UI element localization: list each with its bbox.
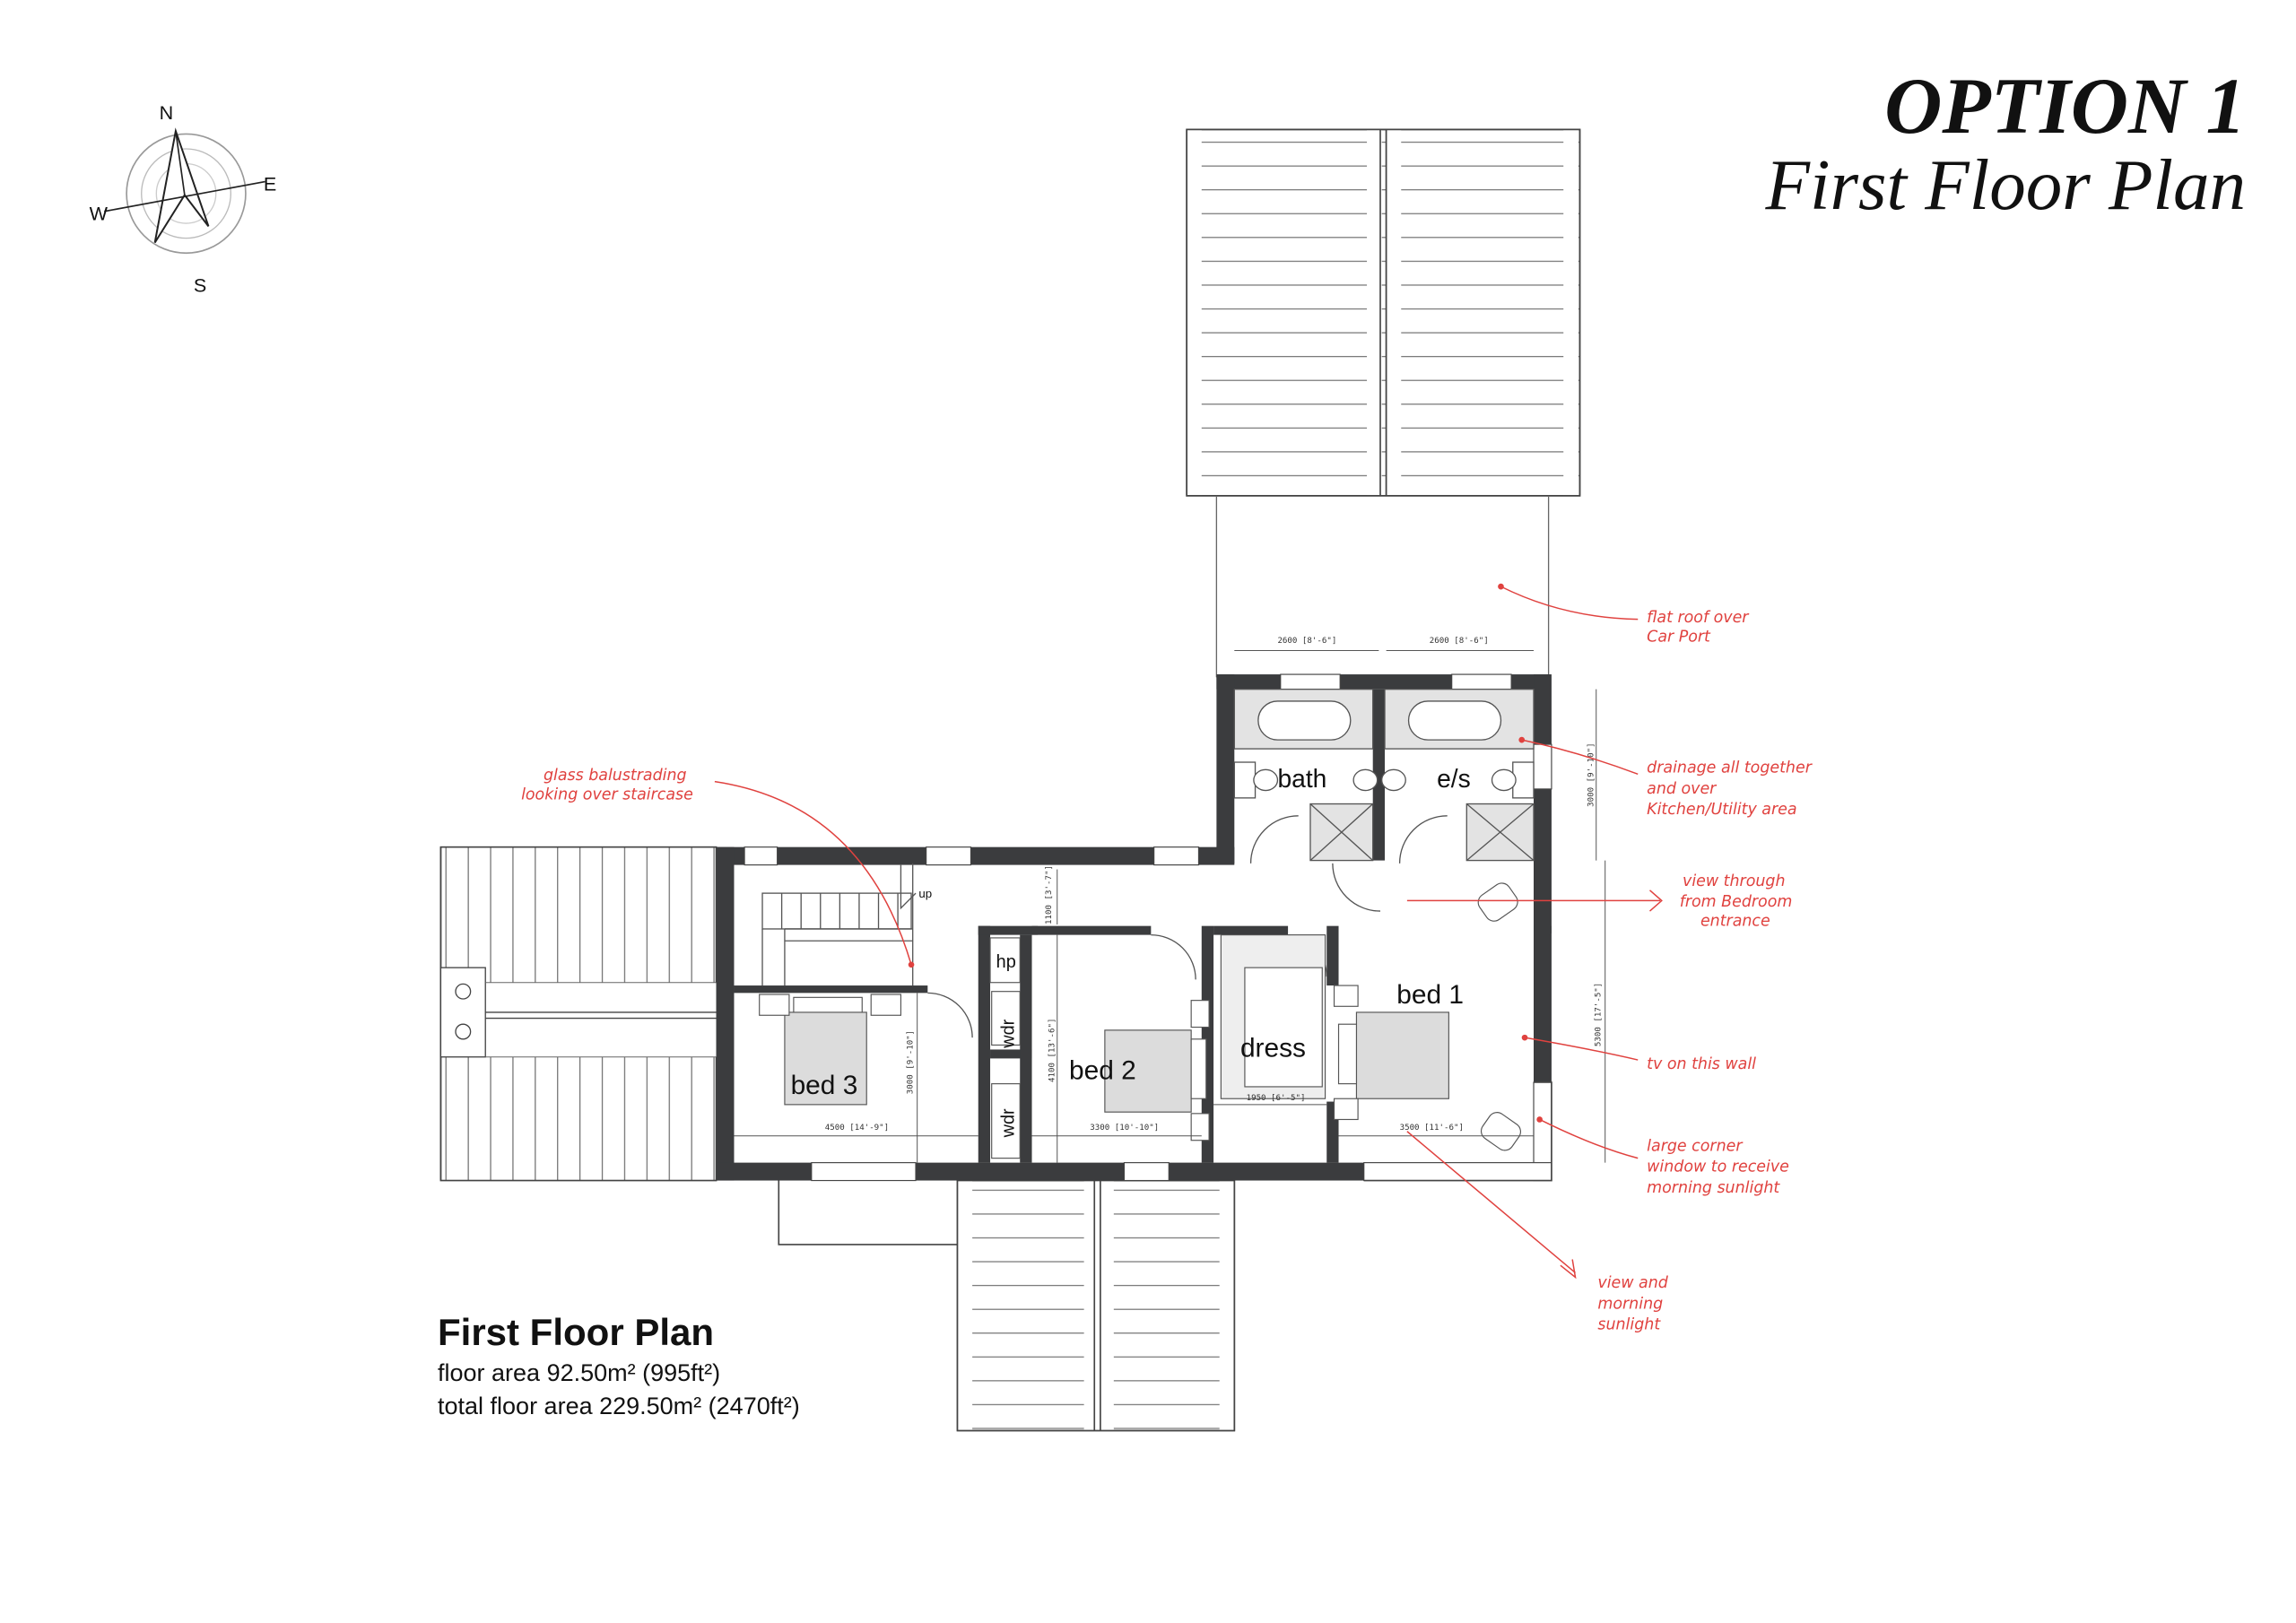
caption-total-area: total floor area 229.50m² (2470ft²) <box>438 1393 800 1419</box>
note-view-sunlight: view and morning sunlight <box>1597 1274 1668 1333</box>
note-line: flat roof over <box>1647 609 1750 627</box>
dim-bed2-depth: 4100 [13'-6"] <box>1048 1019 1057 1082</box>
caption-title: First Floor Plan <box>438 1311 715 1353</box>
note-line: glass balustrading <box>544 767 687 785</box>
dim-es-width: 2600 [8'-6"] <box>1430 637 1489 646</box>
compass: N E S W <box>90 101 277 297</box>
note-line: and over <box>1647 780 1718 798</box>
walls <box>716 674 1552 1181</box>
annotation-dots <box>908 583 1543 1123</box>
note-drainage: drainage all together and over Kitchen/U… <box>1647 759 1813 819</box>
room-label-dress: dress <box>1240 1034 1306 1063</box>
plan-caption: First Floor Plan floor area 92.50m² (995… <box>438 1311 800 1420</box>
room-label-wardrobe-lower: wdr <box>999 1108 1019 1138</box>
option-title: OPTION 1 <box>1884 63 2246 151</box>
dim-bath-width: 2600 [8'-6"] <box>1277 637 1336 646</box>
room-label-hp: hp <box>996 952 1016 972</box>
note-line: sunlight <box>1597 1316 1661 1334</box>
note-line: morning <box>1597 1295 1663 1313</box>
note-line: from Bedroom <box>1680 893 1793 911</box>
furniture <box>759 882 1521 1159</box>
note-line: view and <box>1597 1274 1668 1292</box>
dimension-lines <box>734 650 1606 1163</box>
carport-roof <box>1186 128 1581 678</box>
note-line: large corner <box>1647 1137 1744 1155</box>
room-label-bath: bath <box>1277 764 1326 793</box>
dim-bed2-width: 3300 [10'-10"] <box>1090 1124 1159 1133</box>
caption-floor-area: floor area 92.50m² (995ft²) <box>438 1359 721 1386</box>
note-line: view through <box>1683 872 1785 890</box>
compass-north-label: N <box>160 101 174 124</box>
room-label-bed1: bed 1 <box>1396 980 1464 1010</box>
corner-window-frame <box>1363 1081 1552 1182</box>
note-carport: flat roof over Car Port <box>1647 609 1750 647</box>
title-block: OPTION 1 First Floor Plan <box>1765 67 2246 223</box>
note-line: window to receive <box>1647 1159 1789 1176</box>
dim-bed3-depth: 3000 [9'-10"] <box>907 1030 916 1094</box>
note-line: Kitchen/Utility area <box>1647 801 1796 819</box>
note-tv: tv on this wall <box>1647 1055 1756 1073</box>
dim-dress-width: 1950 [6'-5"] <box>1247 1094 1306 1103</box>
annotation-leaders <box>714 586 1663 1280</box>
note-line: entrance <box>1700 913 1770 931</box>
compass-west-label: W <box>90 203 109 225</box>
plan-subtitle: First Floor Plan <box>1765 144 2246 225</box>
compass-south-label: S <box>194 273 206 296</box>
dim-landing-depth: 1100 [3'-7"] <box>1045 865 1054 924</box>
dim-bath-depth: 3000 [9'-10"] <box>1587 742 1596 806</box>
note-view-entrance: view through from Bedroom entrance <box>1680 872 1793 931</box>
left-roof <box>439 846 718 1182</box>
dim-bed3-width: 4500 [14'-9"] <box>825 1124 889 1133</box>
bottom-roof <box>778 1179 1236 1432</box>
room-label-ensuite: e/s <box>1437 764 1471 793</box>
bath-fixtures <box>1233 689 1535 912</box>
room-label-bed2: bed 2 <box>1069 1056 1136 1086</box>
staircase <box>761 863 1327 1038</box>
dim-bed1-width: 3500 [11'-6"] <box>1400 1124 1464 1133</box>
note-corner-window: large corner window to receive morning s… <box>1647 1137 1789 1196</box>
note-line: morning sunlight <box>1647 1179 1780 1197</box>
room-label-bed3: bed 3 <box>791 1071 858 1100</box>
note-line: looking over staircase <box>521 786 693 804</box>
note-line: tv on this wall <box>1647 1055 1756 1073</box>
dim-bed1-depth: 5300 [17'-5"] <box>1595 983 1604 1046</box>
note-line: Car Port <box>1647 629 1711 647</box>
note-balustrade: glass balustrading looking over staircas… <box>521 767 693 804</box>
note-line: drainage all together <box>1647 759 1813 777</box>
room-label-wardrobe-upper: wdr <box>999 1019 1019 1048</box>
stair-up-label: up <box>918 887 932 900</box>
compass-east-label: E <box>264 173 276 195</box>
